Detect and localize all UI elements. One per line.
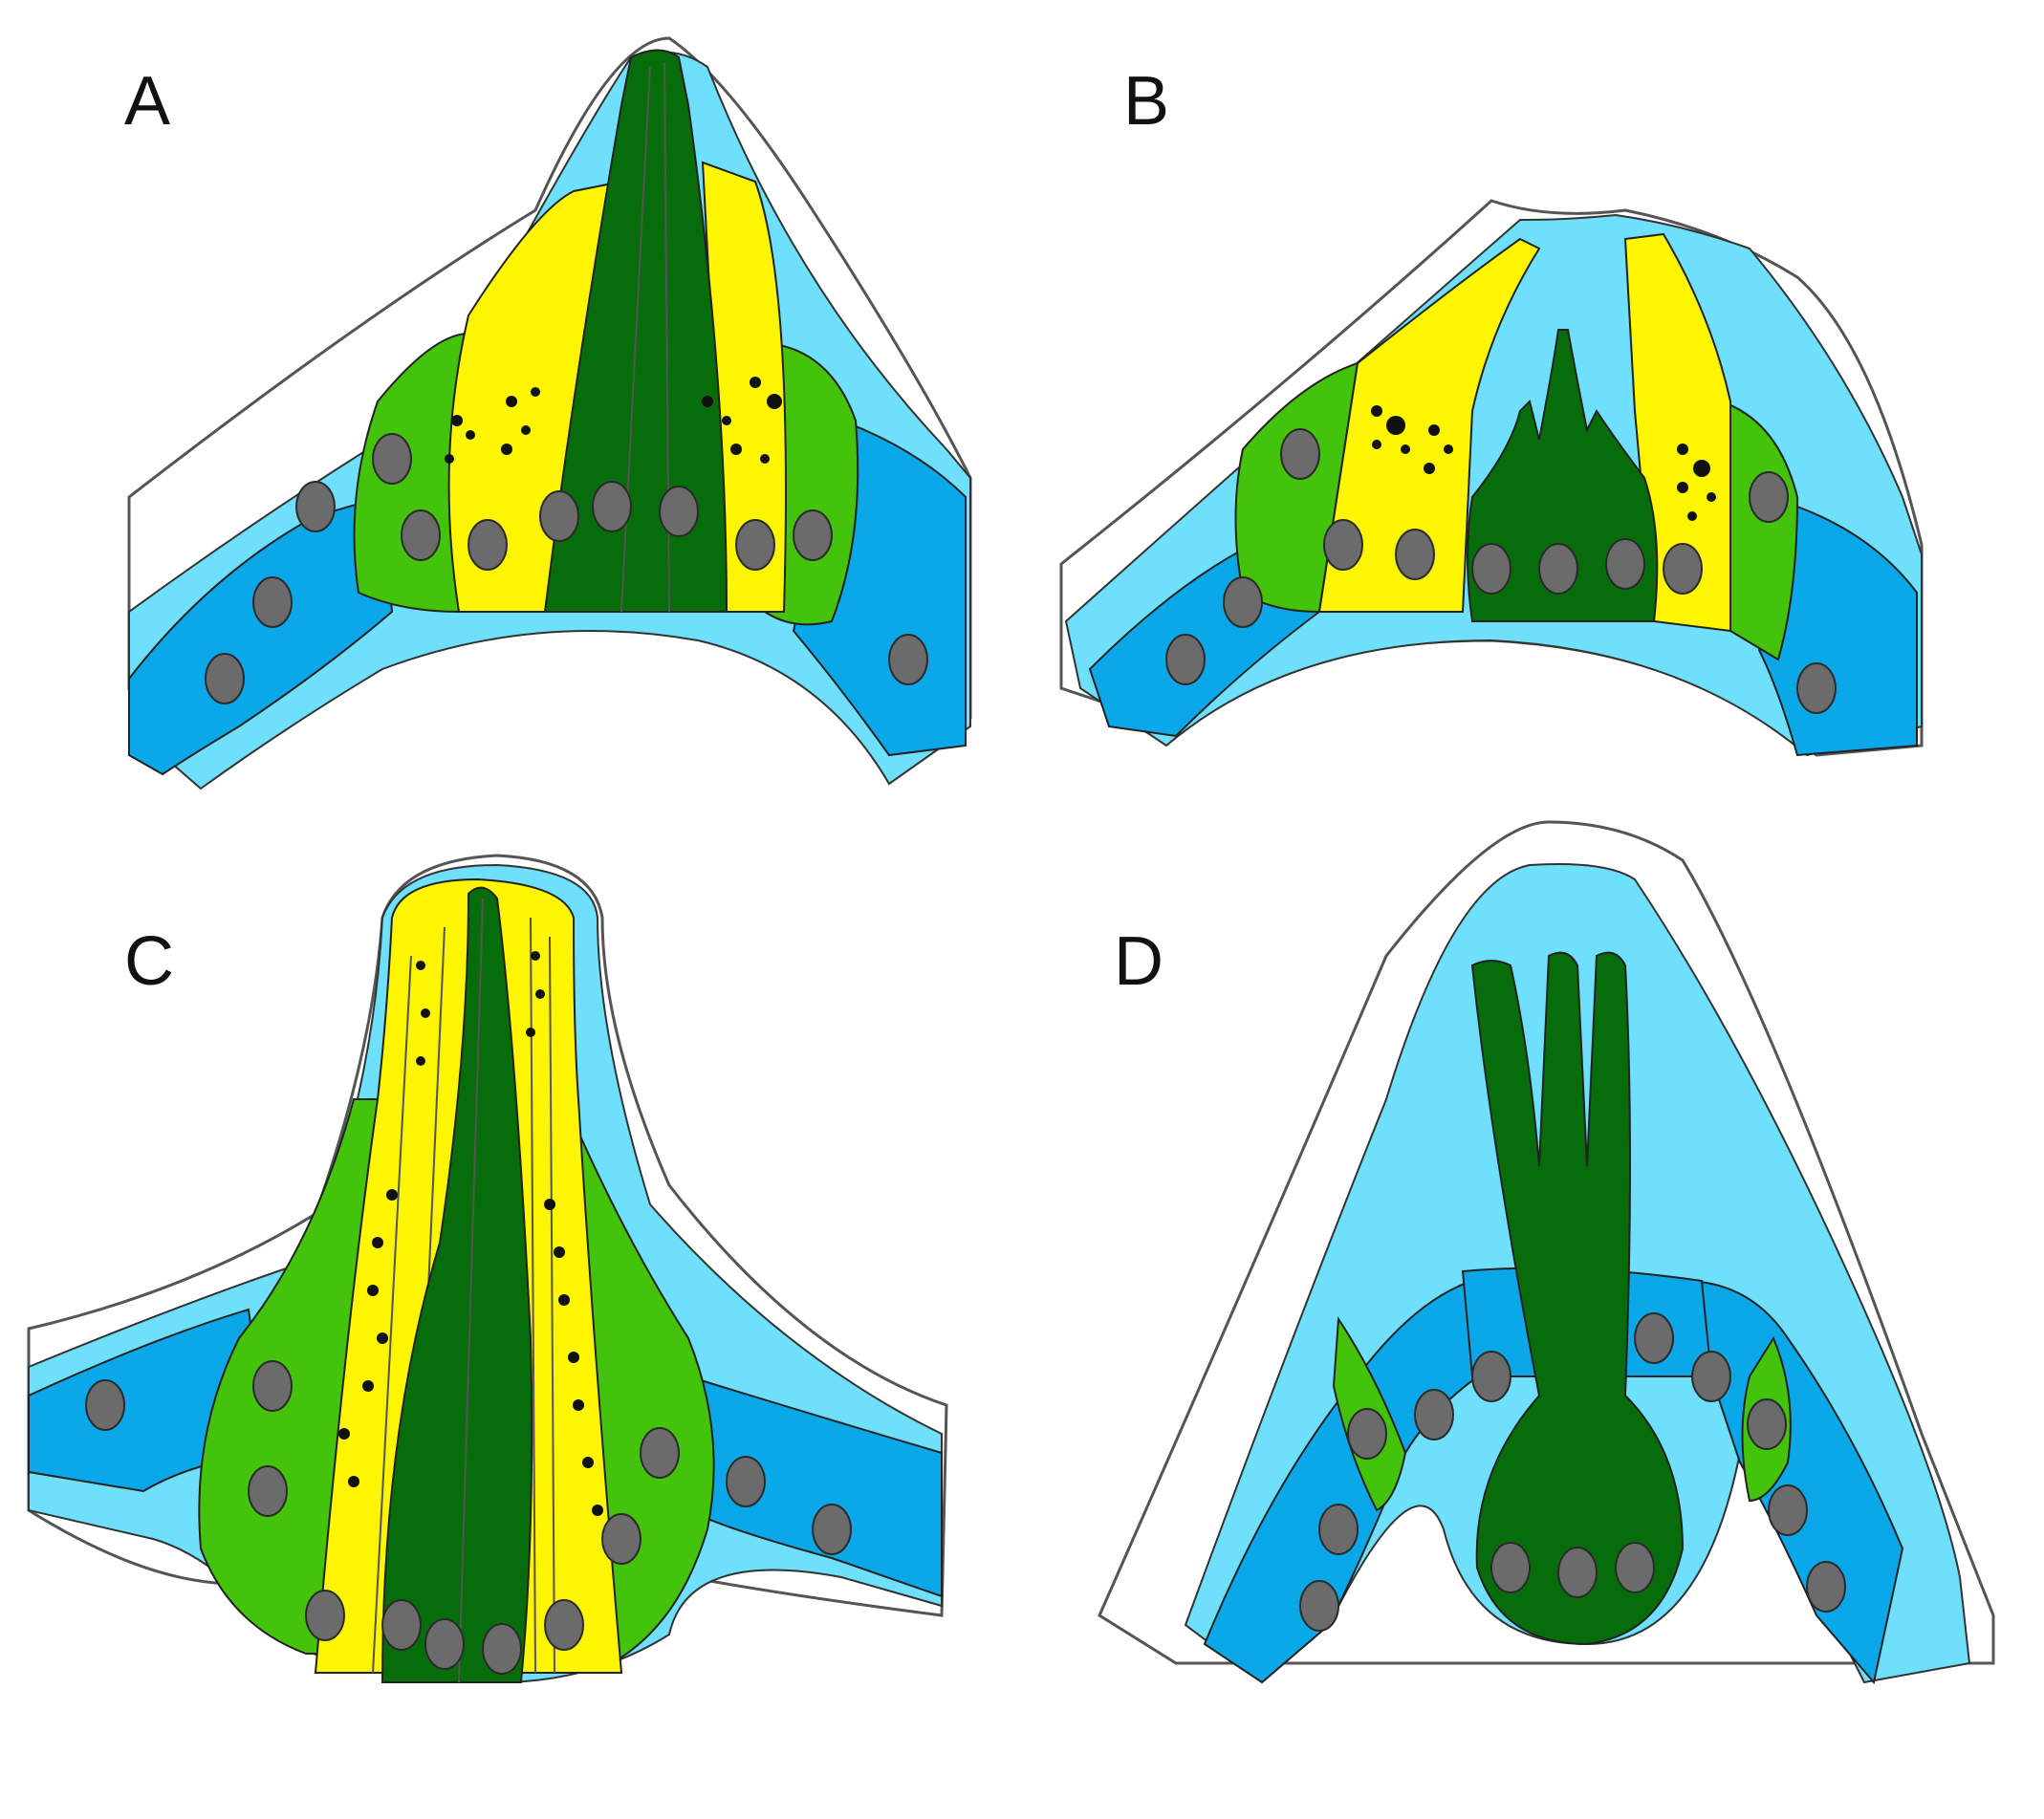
nucleus (248, 1465, 288, 1517)
nucleus (1768, 1484, 1808, 1536)
nucleus (793, 509, 833, 561)
nucleus (468, 519, 508, 571)
nucleus (1223, 576, 1263, 628)
nucleus (601, 1513, 641, 1565)
nucleus (1557, 1547, 1598, 1598)
nucleus (544, 1599, 584, 1651)
nucleus (381, 1599, 422, 1651)
nucleus (1280, 428, 1320, 480)
nucleus (1691, 1351, 1731, 1402)
nucleus (85, 1379, 125, 1431)
nucleus (252, 1360, 293, 1412)
panel-a-epidermis-left (128, 495, 394, 776)
nucleus (1615, 1542, 1655, 1593)
nucleus (1414, 1389, 1454, 1440)
panel-c-epidermis-right (687, 1375, 943, 1598)
nucleus (401, 509, 441, 561)
panel-c-granules (338, 951, 603, 1516)
nucleus (252, 576, 293, 628)
nucleus (482, 1623, 522, 1675)
nucleus (305, 1590, 345, 1641)
nucleus (659, 486, 699, 537)
nucleus (1749, 471, 1789, 523)
nucleus (1663, 543, 1703, 595)
nucleus (1634, 1312, 1674, 1364)
nucleus (295, 481, 336, 532)
nucleus (372, 433, 412, 485)
panel-a-lightgreen-right (763, 342, 859, 626)
panel-b: B (1059, 63, 1924, 757)
panel-b-yellow-left (1317, 237, 1541, 613)
nucleus (1299, 1580, 1339, 1632)
nucleus (539, 490, 579, 542)
nucleus (1747, 1398, 1787, 1450)
panel-c: C (27, 854, 948, 1684)
nucleus (205, 653, 245, 704)
panel-a-label: A (124, 63, 170, 140)
nucleus (1490, 1542, 1531, 1593)
nucleus (1347, 1408, 1387, 1460)
nucleus (1796, 662, 1837, 714)
panel-d-label: D (1114, 923, 1163, 1000)
panel-d-darkgreen-center (1470, 951, 1685, 1646)
nucleus (1471, 1351, 1511, 1402)
panel-c-darkgreen-center (381, 886, 533, 1683)
nucleus (1806, 1561, 1846, 1613)
nucleus (735, 519, 775, 571)
nucleus (1323, 519, 1363, 571)
panel-b-lightgreen-right (1719, 400, 1799, 661)
panel-b-label: B (1123, 63, 1169, 140)
nucleus (640, 1427, 680, 1479)
nucleus (888, 634, 928, 685)
nucleus (1318, 1504, 1359, 1555)
panel-b-granules (1371, 405, 1716, 521)
nucleus (1605, 538, 1645, 590)
panel-a-lightgreen-left (353, 332, 480, 614)
nucleus (1471, 543, 1511, 595)
nucleus (1538, 543, 1578, 595)
panel-c-label: C (124, 923, 174, 1000)
panel-d: D (1098, 820, 1995, 1685)
nucleus (812, 1504, 852, 1555)
panel-a: A (124, 36, 972, 790)
panel-a-granules (445, 377, 782, 464)
nucleus (726, 1456, 766, 1507)
panel-a-yellow-left (447, 180, 623, 613)
nucleus (424, 1618, 465, 1670)
nucleus (1395, 529, 1435, 580)
nucleus (592, 481, 632, 532)
nucleus (1165, 634, 1206, 685)
